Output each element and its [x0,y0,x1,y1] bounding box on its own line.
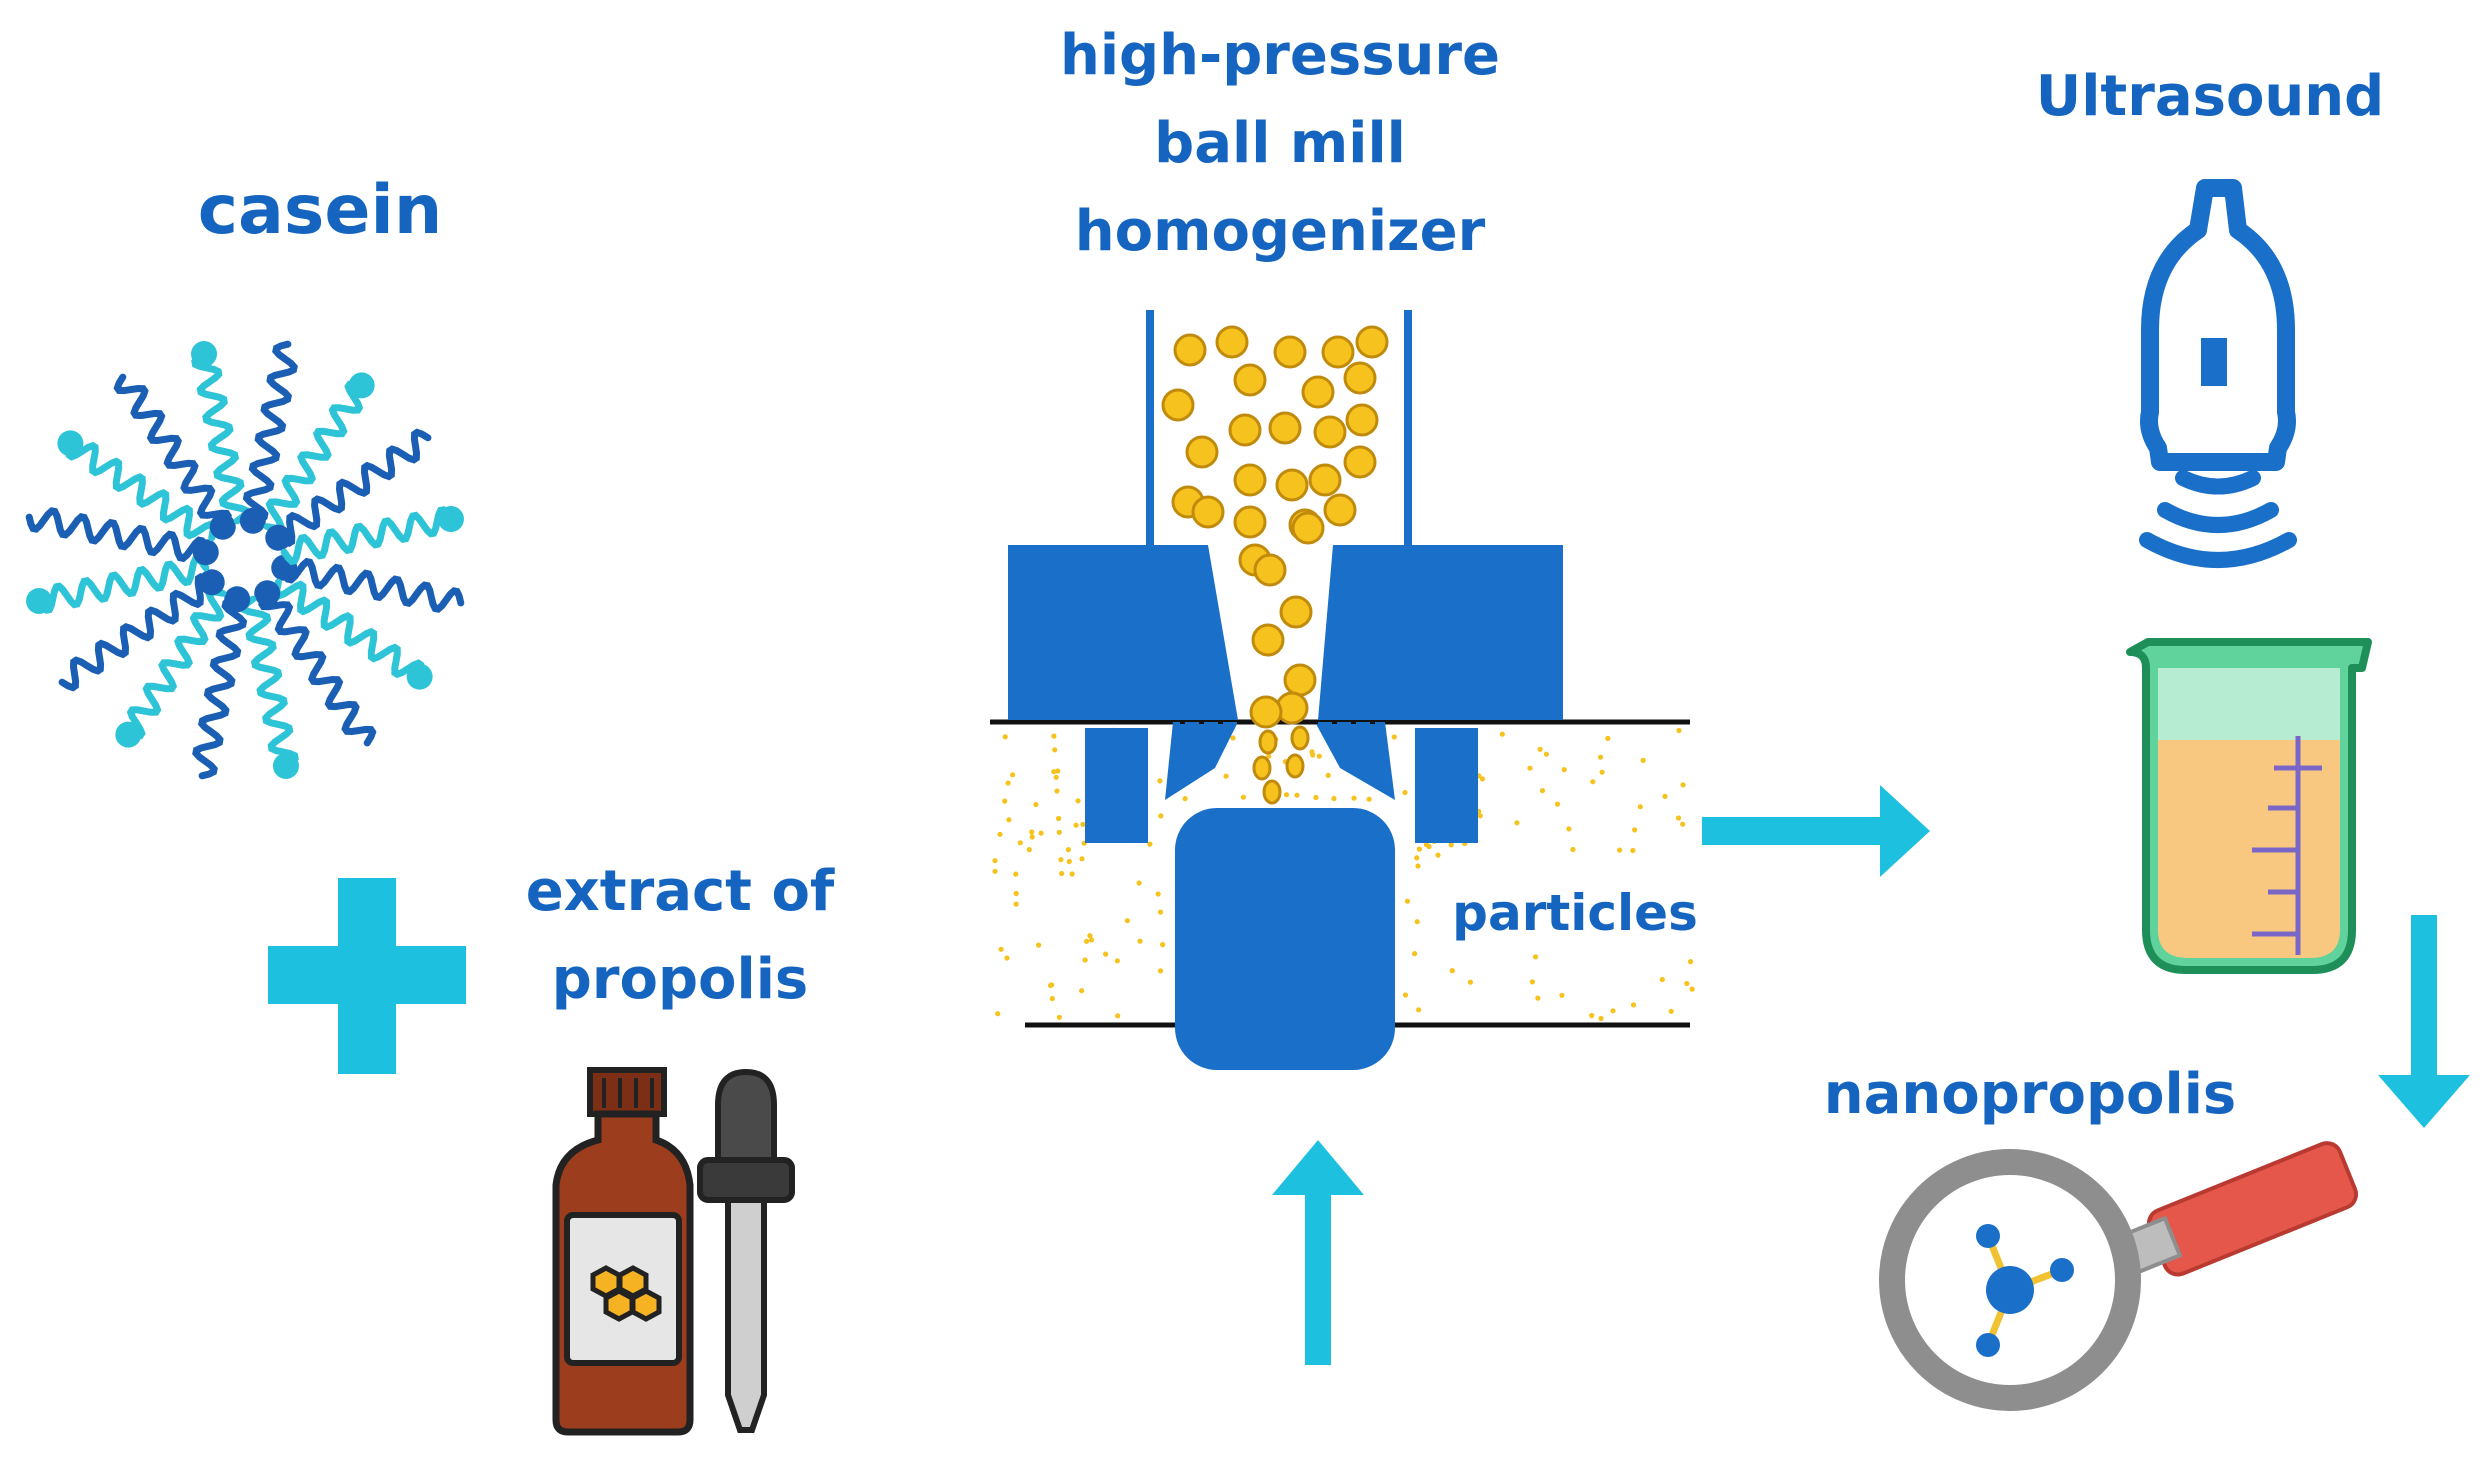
extract-line-1: extract of [525,859,835,924]
particles-label: particles [1430,882,1720,945]
casein-label: casein [150,168,490,253]
nanopropolis-text: nanopropolis [1823,1062,2237,1127]
propolis-bottle-icon [552,1067,694,1436]
mill-line-3: homogenizer [1074,199,1486,264]
beaker-icon [2126,638,2372,974]
casein-text: casein [197,171,443,250]
particles-text: particles [1452,884,1698,942]
plus-icon [268,878,466,1074]
arrow-down-icon [2378,915,2470,1128]
ultrasound-label: Ultrasound [2010,62,2410,132]
mill-line-2: ball mill [1154,111,1406,176]
ultrasound-text: Ultrasound [2035,64,2385,129]
ultrasound-probe-icon [2139,179,2297,568]
arrow-right-icon [1702,785,1930,877]
ball-mill-homogenizer-icon [990,310,1695,1070]
extract-line-2: propolis [551,947,809,1012]
molecule-icon [1976,1224,2074,1357]
dropper-icon [697,1068,795,1433]
ball-group [1161,325,1389,805]
nanopropolis-label: nanopropolis [1790,1060,2270,1130]
extract-label: extract of propolis [470,848,890,1024]
mill-line-1: high-pressure [1059,23,1501,88]
mill-label: high-pressure ball mill homogenizer [1000,12,1560,276]
magnifier-icon [1879,1141,2359,1411]
arrow-up-icon [1272,1140,1364,1365]
casein-micelle-icon [25,340,465,780]
